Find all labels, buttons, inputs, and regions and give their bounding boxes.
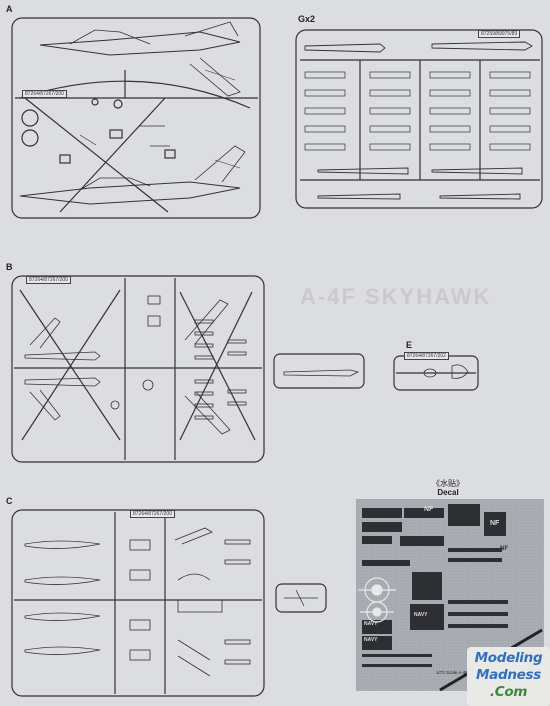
decal-marking-nf-3: NF [500,546,508,552]
sprue-a [11,17,261,219]
decal-title-cn: 《水贴》 [432,479,464,488]
product-watermark: A-4F SKYHAWK [300,284,492,309]
logo-line-3: .Com [489,684,528,700]
sprue-c-part-number: 87264/87267/200 [130,510,175,518]
sprue-g-label: Gx2 [298,14,316,24]
decal-marking-navy-1: NAVY [364,621,378,627]
sprue-e-part-number: 87264/87267/202 [404,352,449,360]
decal-marking-navy-2: NAVY [364,637,378,643]
sprue-c-label: C [6,496,13,506]
logo-line-2: Madness [476,667,541,683]
sprue-c [11,509,265,697]
sprue-g [295,29,543,209]
decal-marking-nf-2: NF [490,520,500,527]
decal-marking-nf-1: NF [424,506,434,513]
sprue-g-part-number: 87259/89975/89 [478,30,521,38]
decal-title: 《水贴》 Decal [418,479,478,497]
sprue-c-attachment [275,583,327,613]
decal-marking-navy-3: NAVY [414,612,428,618]
sprue-b [11,275,265,463]
decal-title-en: Decal [437,488,459,497]
sprue-e [393,355,479,391]
sprue-b-part-number: 87264/87267/200 [26,276,71,284]
sprue-b-label: B [6,262,13,272]
modeling-madness-logo: Modeling Madness .Com [467,647,550,706]
sprue-e-label: E [406,340,413,350]
decal-scale-caption: 1/72 Scale A-4F Sky Hawk [436,670,490,675]
sprue-a-label: A [6,4,13,14]
sprue-a-part-number: 87264/87267/200 [22,90,67,98]
sprue-b-attachment [273,353,365,389]
logo-line-1: Modeling [474,650,543,666]
